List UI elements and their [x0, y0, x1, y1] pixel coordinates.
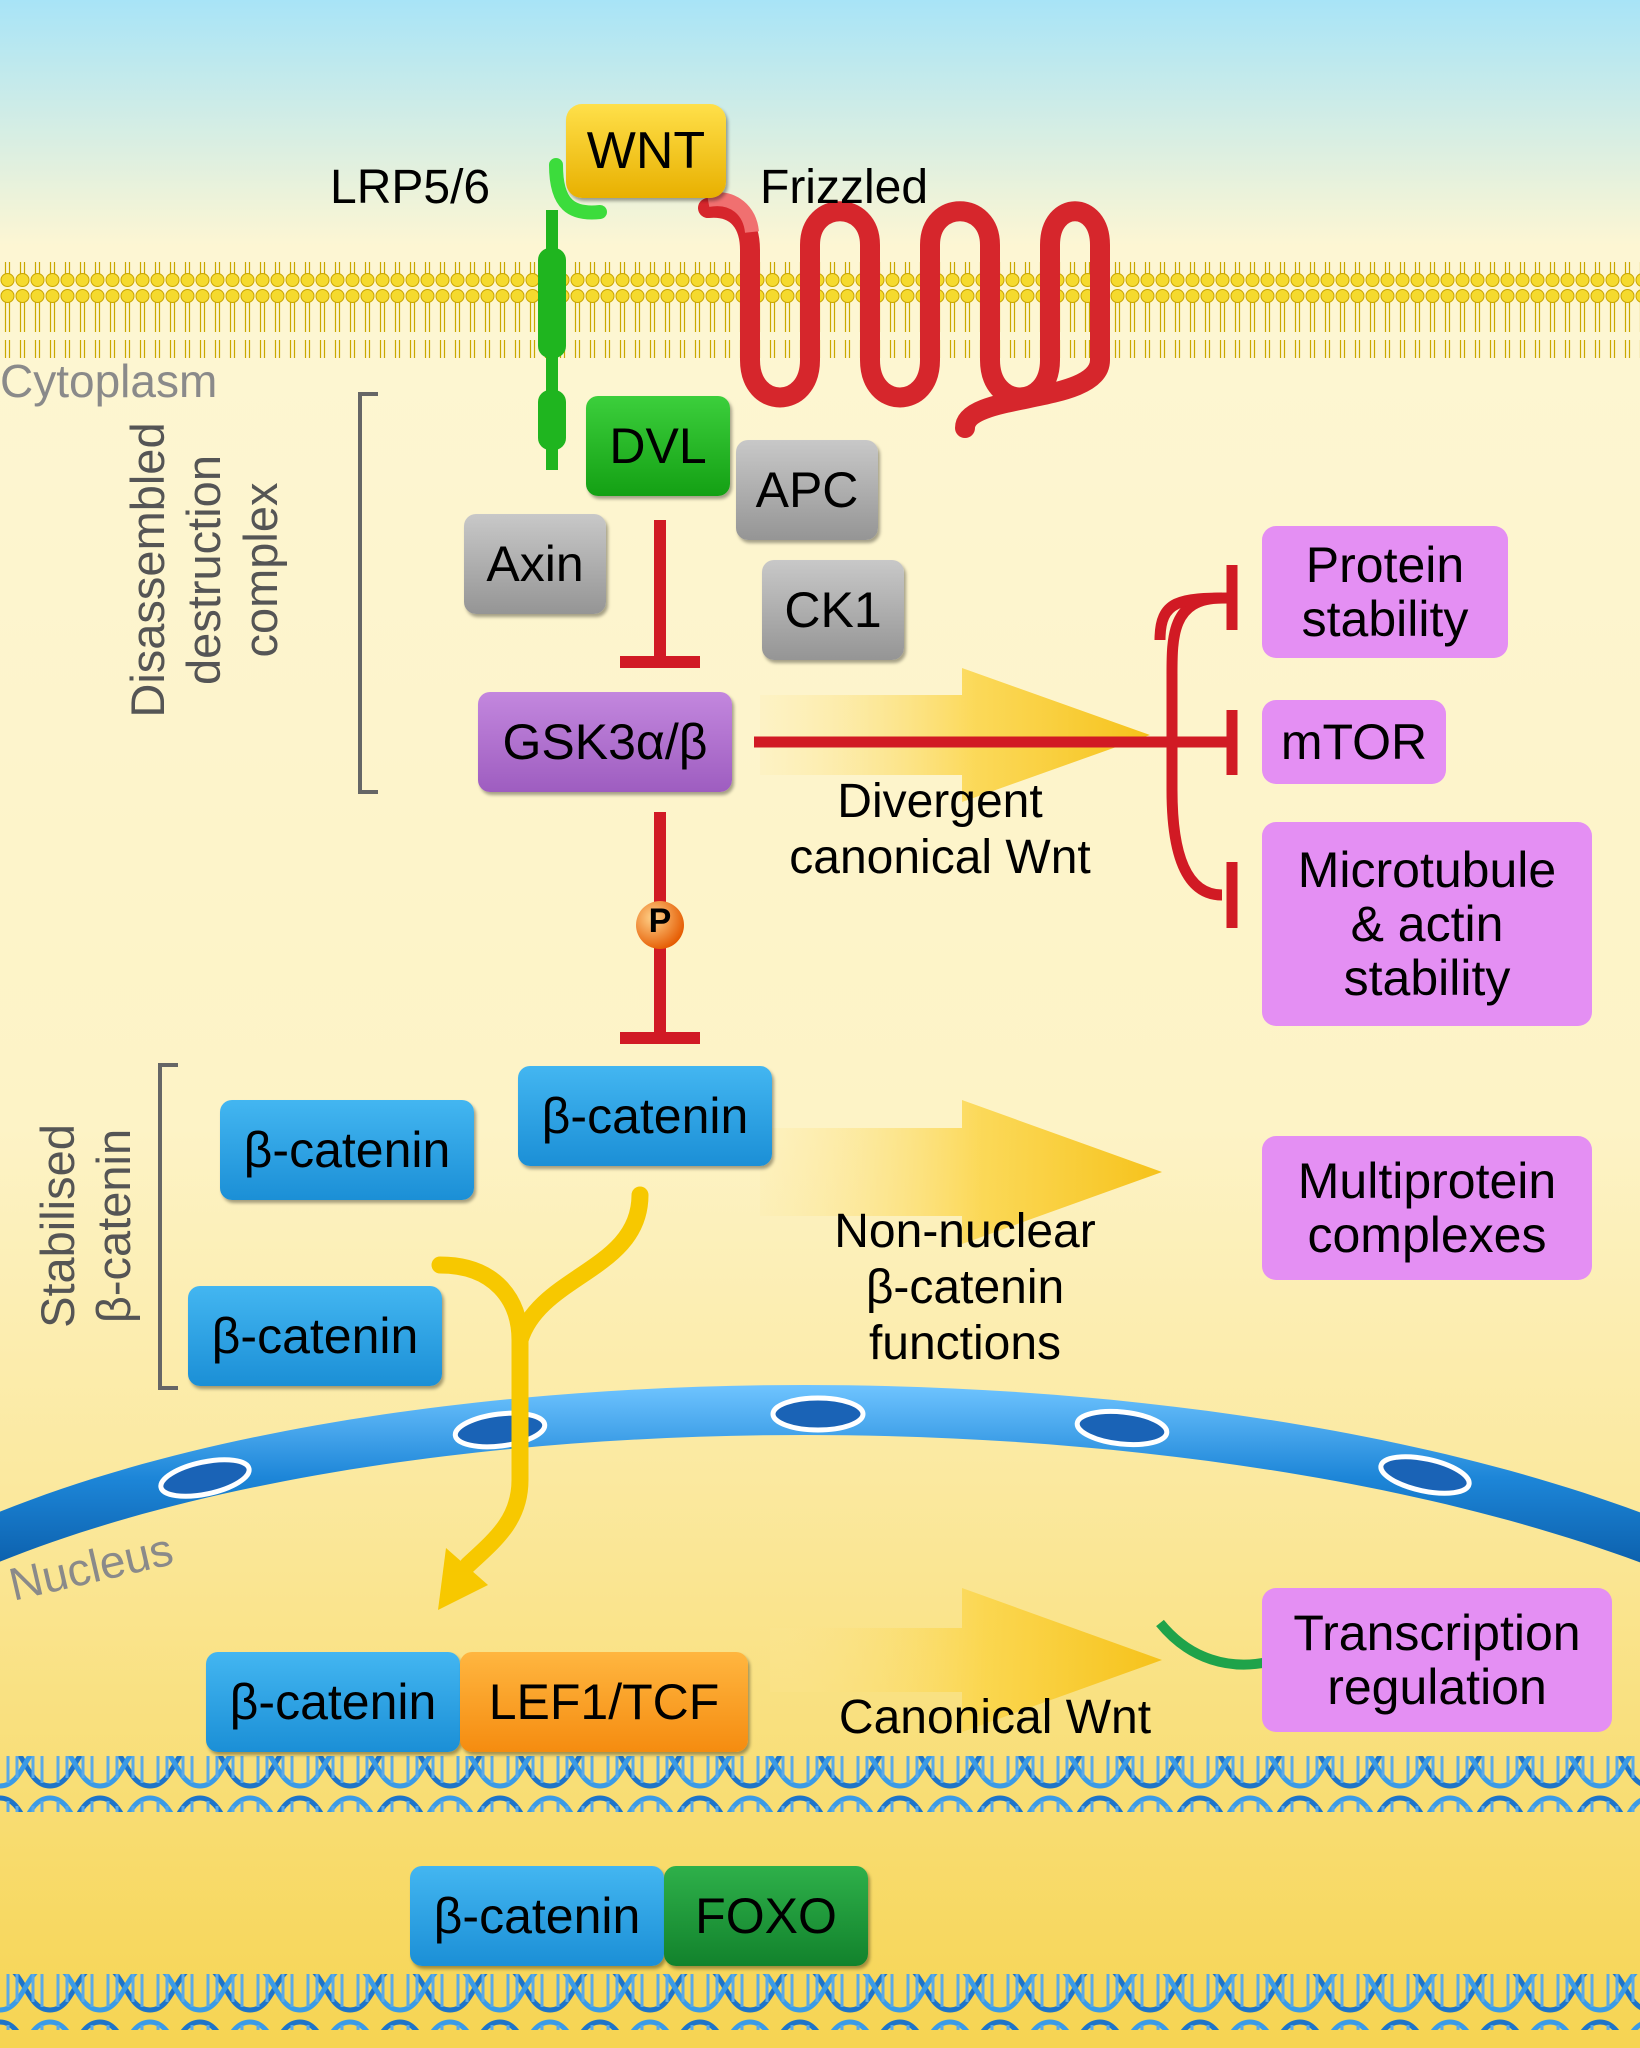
apc-protein: APC	[736, 440, 878, 540]
frizzled-label: Frizzled	[760, 161, 929, 214]
phosphorylation-marker	[636, 901, 684, 949]
transcription-line1: Transcription	[1293, 1605, 1581, 1661]
destruction-label-line2: destruction	[177, 455, 231, 685]
inhibition-branch-top	[1154, 592, 1231, 641]
stabilised-label-line2: β-catenin	[87, 1128, 141, 1324]
beta-catenin-lef: β-catenin	[206, 1652, 460, 1752]
dna-strand-lower	[0, 1974, 1640, 2030]
dna-strand-upper	[0, 1756, 1640, 1812]
canonical-pathway-arrow	[770, 1588, 1162, 1732]
translocation-arrowhead	[438, 1548, 488, 1610]
ck1-protein: CK1	[762, 560, 904, 660]
microtubule-line1: Microtubule	[1297, 842, 1557, 898]
microtubule-line3: stability	[1343, 950, 1511, 1006]
wnt-ligand: WNT	[566, 104, 726, 198]
gsk3-protein: GSK3α/β	[478, 692, 732, 792]
divergent-line1: Divergent	[837, 775, 1043, 828]
canonical-wnt-label: Canonical Wnt	[838, 1691, 1152, 1744]
transcription-regulation-box: Transcription regulation	[1262, 1588, 1612, 1732]
beta-catenin-stabilised-1: β-catenin	[220, 1100, 474, 1200]
divergent-pathway-arrow	[760, 668, 1150, 802]
multiprotein-complexes-box: Multiprotein complexes	[1262, 1136, 1592, 1280]
divergent-line2: canonical Wnt	[789, 831, 1091, 885]
divergent-canonical-label: Divergent canonical Wnt	[740, 774, 1140, 886]
lrp-coreceptor	[538, 158, 607, 470]
microtubule-line2: & actin	[1350, 896, 1504, 952]
protein-stability-line1: Protein	[1305, 537, 1465, 593]
stabilised-bracket	[158, 1063, 178, 1390]
mtor-box: mTOR	[1262, 700, 1446, 784]
lef1-tcf-protein: LEF1/TCF	[460, 1652, 748, 1752]
protein-stability-box: Protein stability	[1262, 526, 1508, 658]
cytoplasm-label: Cytoplasm	[0, 355, 218, 407]
multiprotein-line2: complexes	[1307, 1207, 1547, 1263]
dvl-inhibits-gsk3	[620, 520, 700, 668]
destruction-bracket	[358, 392, 378, 794]
nonnuclear-line3: functions	[868, 1317, 1062, 1371]
nonnuclear-label: Non-nuclear β-catenin functions	[770, 1204, 1160, 1372]
destruction-complex-label: Disassembled destruction complex	[120, 350, 320, 790]
beta-catenin-main: β-catenin	[518, 1066, 772, 1166]
lrp-label: LRP5/6	[330, 161, 491, 214]
activation-arrow	[1156, 1619, 1270, 1670]
nonnuclear-line1: Non-nuclear	[834, 1205, 1096, 1258]
protein-stability-line2: stability	[1301, 591, 1469, 647]
transcription-line2: regulation	[1327, 1659, 1547, 1715]
wnt-label: WNT	[586, 121, 706, 180]
beta-catenin-translocation-arrow	[431, 1186, 649, 1574]
destruction-label-line1: Disassembled	[121, 422, 174, 718]
nonnuclear-pathway-arrow	[760, 1100, 1162, 1244]
frizzled-receptor	[698, 197, 1110, 438]
nuclear-envelope	[0, 1385, 1640, 1563]
nonnuclear-line2: β-catenin	[865, 1261, 1065, 1315]
microtubule-actin-box: Microtubule & actin stability	[1262, 822, 1592, 1026]
axin-protein: Axin	[464, 514, 606, 614]
multiprotein-line1: Multiprotein	[1297, 1153, 1557, 1209]
gsk3-divergent-inhibitions	[754, 565, 1238, 928]
stabilised-label-line1: Stabilised	[31, 1124, 84, 1328]
stabilised-label: Stabilised β-catenin	[30, 1066, 170, 1386]
foxo-protein: FOXO	[664, 1866, 868, 1966]
dvl-protein: DVL	[586, 396, 730, 496]
destruction-label-line3: complex	[233, 482, 287, 658]
phospho-label: P	[648, 902, 672, 940]
beta-catenin-foxo: β-catenin	[410, 1866, 664, 1966]
beta-catenin-stabilised-2: β-catenin	[188, 1286, 442, 1386]
frizzled-crd	[706, 192, 759, 234]
